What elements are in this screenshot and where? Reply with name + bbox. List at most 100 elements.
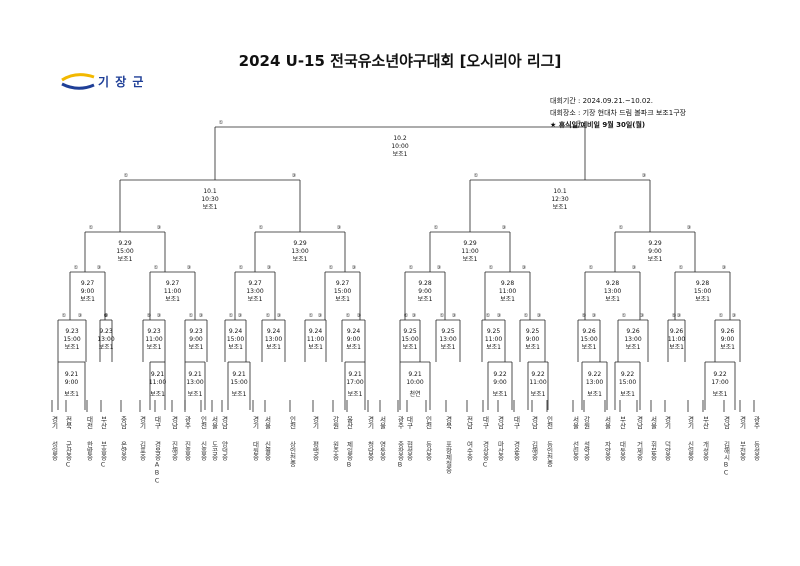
team-school: 영동중 bbox=[378, 441, 386, 461]
r16-4-field: 보조1 bbox=[335, 296, 350, 303]
r32-13-field: 보조1 bbox=[582, 344, 597, 351]
team-region: 강원 bbox=[582, 416, 590, 429]
semi-2-seed-left: ① bbox=[474, 173, 479, 179]
team-school: 충장중B bbox=[396, 441, 404, 469]
team-school: 대원중 bbox=[251, 441, 259, 461]
team-school: 경운중 bbox=[512, 441, 520, 461]
r32-1-seed-right: ③ bbox=[78, 313, 82, 319]
team-school: 휘문중 bbox=[649, 441, 657, 461]
team-region: 경북 bbox=[444, 416, 452, 429]
r16-2-date: 9.27 bbox=[166, 280, 180, 287]
team-school: 김해중 bbox=[530, 441, 538, 461]
r16-2-seed-left: ① bbox=[154, 265, 159, 271]
r32-16-seed-left: ① bbox=[719, 313, 724, 319]
team-school: 청담중 bbox=[366, 441, 374, 461]
r64-10-time: 15:00 bbox=[619, 379, 636, 386]
page-title: 2024 U-15 전국유소년야구대회 [오시리아 리그] bbox=[238, 52, 562, 70]
final-match-seed-right: ③ bbox=[577, 120, 581, 126]
team-region: 서울 bbox=[263, 416, 271, 429]
venue-text: 대회장소 : 기장 현대차 드림 볼파크 보조1구장 bbox=[550, 109, 687, 117]
team-region: 경기 bbox=[251, 416, 259, 429]
team-region: 경기 bbox=[663, 416, 671, 429]
r32-14-seed-right: ③ bbox=[640, 313, 644, 319]
quarter-2-field: 보조1 bbox=[293, 256, 308, 263]
r16-7-field: 보조1 bbox=[605, 296, 620, 303]
team-school: 동성중 bbox=[752, 441, 760, 461]
team-school: 동인천중 bbox=[545, 441, 553, 467]
r32-2-time: 13:00 bbox=[97, 336, 114, 343]
team-region: 서울 bbox=[603, 416, 611, 429]
rest-day-note: ★ 휴식일/예비일 9월 30일(월) bbox=[550, 121, 646, 129]
team-school: 포항제철중 bbox=[444, 441, 452, 474]
r32-16-time: 9:00 bbox=[721, 336, 735, 343]
team-region: 부산 bbox=[701, 416, 709, 429]
r32-9-seed-left: ① bbox=[404, 313, 409, 319]
r16-5-seed-left: ① bbox=[409, 265, 414, 271]
r32-8-date: 9.24 bbox=[347, 328, 361, 335]
r64-8-time: 11:00 bbox=[529, 379, 546, 386]
r32-6-field: 보조1 bbox=[266, 344, 281, 351]
team-region: 경남 bbox=[496, 416, 504, 429]
team-school: 신월중 bbox=[263, 441, 271, 461]
team-region: 광주 bbox=[396, 416, 404, 429]
r32-2-date: 9.23 bbox=[99, 328, 113, 335]
team-region: 인천 bbox=[288, 416, 296, 429]
team-school: 원주중 bbox=[331, 441, 339, 461]
r16-2-field: 보조1 bbox=[165, 296, 180, 303]
team-region: 대구 bbox=[512, 416, 520, 429]
r32-16-field: 보조1 bbox=[720, 344, 735, 351]
team-region: 경기 bbox=[366, 416, 374, 429]
r32-2-seed-right: ③ bbox=[104, 313, 108, 319]
logo-text: 기 장 군 bbox=[98, 75, 145, 89]
r64-5-field: 보조1 bbox=[348, 391, 363, 398]
quarter-1-seed-left: ① bbox=[89, 225, 94, 231]
r32-15-seed-left: ① bbox=[672, 313, 677, 319]
r16-3-field: 보조1 bbox=[248, 296, 263, 303]
r16-7-time: 13:00 bbox=[604, 288, 621, 295]
team-region: 울산 bbox=[345, 416, 353, 429]
team-school: 설악중 bbox=[582, 441, 590, 461]
r32-10-seed-left: ① bbox=[440, 313, 445, 319]
r32-15-seed-right: ③ bbox=[677, 313, 681, 319]
r16-8-seed-right: ③ bbox=[722, 265, 726, 271]
semi-1-seed-right: ③ bbox=[292, 173, 296, 179]
r32-11-time: 11:00 bbox=[485, 336, 502, 343]
r32-7-field: 보조1 bbox=[308, 344, 323, 351]
r64-5-time: 17:00 bbox=[346, 379, 363, 386]
semi-2-seed-right: ③ bbox=[642, 173, 646, 179]
r32-14-seed-left: ① bbox=[622, 313, 627, 319]
r32-9-seed-right: ③ bbox=[412, 313, 416, 319]
team-region: 경기 bbox=[50, 416, 58, 429]
r32-13-seed-left: ① bbox=[582, 313, 587, 319]
r32-1-seed-left: ① bbox=[62, 313, 67, 319]
r32-1-time: 15:00 bbox=[63, 336, 80, 343]
r32-3-time: 11:00 bbox=[145, 336, 162, 343]
team-region: 서울 bbox=[649, 416, 657, 429]
r16-6-seed-right: ③ bbox=[522, 265, 526, 271]
r32-8-seed-right: ③ bbox=[357, 313, 361, 319]
r32-11-date: 9.25 bbox=[487, 328, 501, 335]
team-school: 양덕중 bbox=[220, 441, 228, 461]
quarter-1-field: 보조1 bbox=[118, 256, 133, 263]
r64-3-date: 9.21 bbox=[188, 371, 202, 378]
team-school: 도곡중 bbox=[210, 441, 218, 461]
r64-11-date: 9.22 bbox=[713, 371, 727, 378]
r32-13-seed-right: ③ bbox=[592, 313, 596, 319]
semi-2-field: 보조1 bbox=[553, 204, 568, 211]
r16-1-date: 9.27 bbox=[81, 280, 95, 287]
team-region: 경기 bbox=[738, 416, 746, 429]
r16-2-seed-right: ③ bbox=[187, 265, 191, 271]
r32-4-date: 9.23 bbox=[189, 328, 203, 335]
r32-12-seed-right: ③ bbox=[537, 313, 541, 319]
team-school: 여수중 bbox=[465, 441, 473, 461]
team-school: 평택중 bbox=[311, 441, 319, 461]
team-region: 부산 bbox=[618, 416, 626, 429]
r16-3-seed-right: ③ bbox=[267, 265, 271, 271]
r16-7-seed-left: ① bbox=[589, 265, 594, 271]
r64-2-field: 보조1 bbox=[150, 391, 165, 398]
r32-9-field: 보조1 bbox=[403, 344, 418, 351]
r32-8-field: 보조1 bbox=[346, 344, 361, 351]
team-school: 상인천중 bbox=[288, 441, 296, 467]
team-region: 전남 bbox=[465, 416, 473, 429]
